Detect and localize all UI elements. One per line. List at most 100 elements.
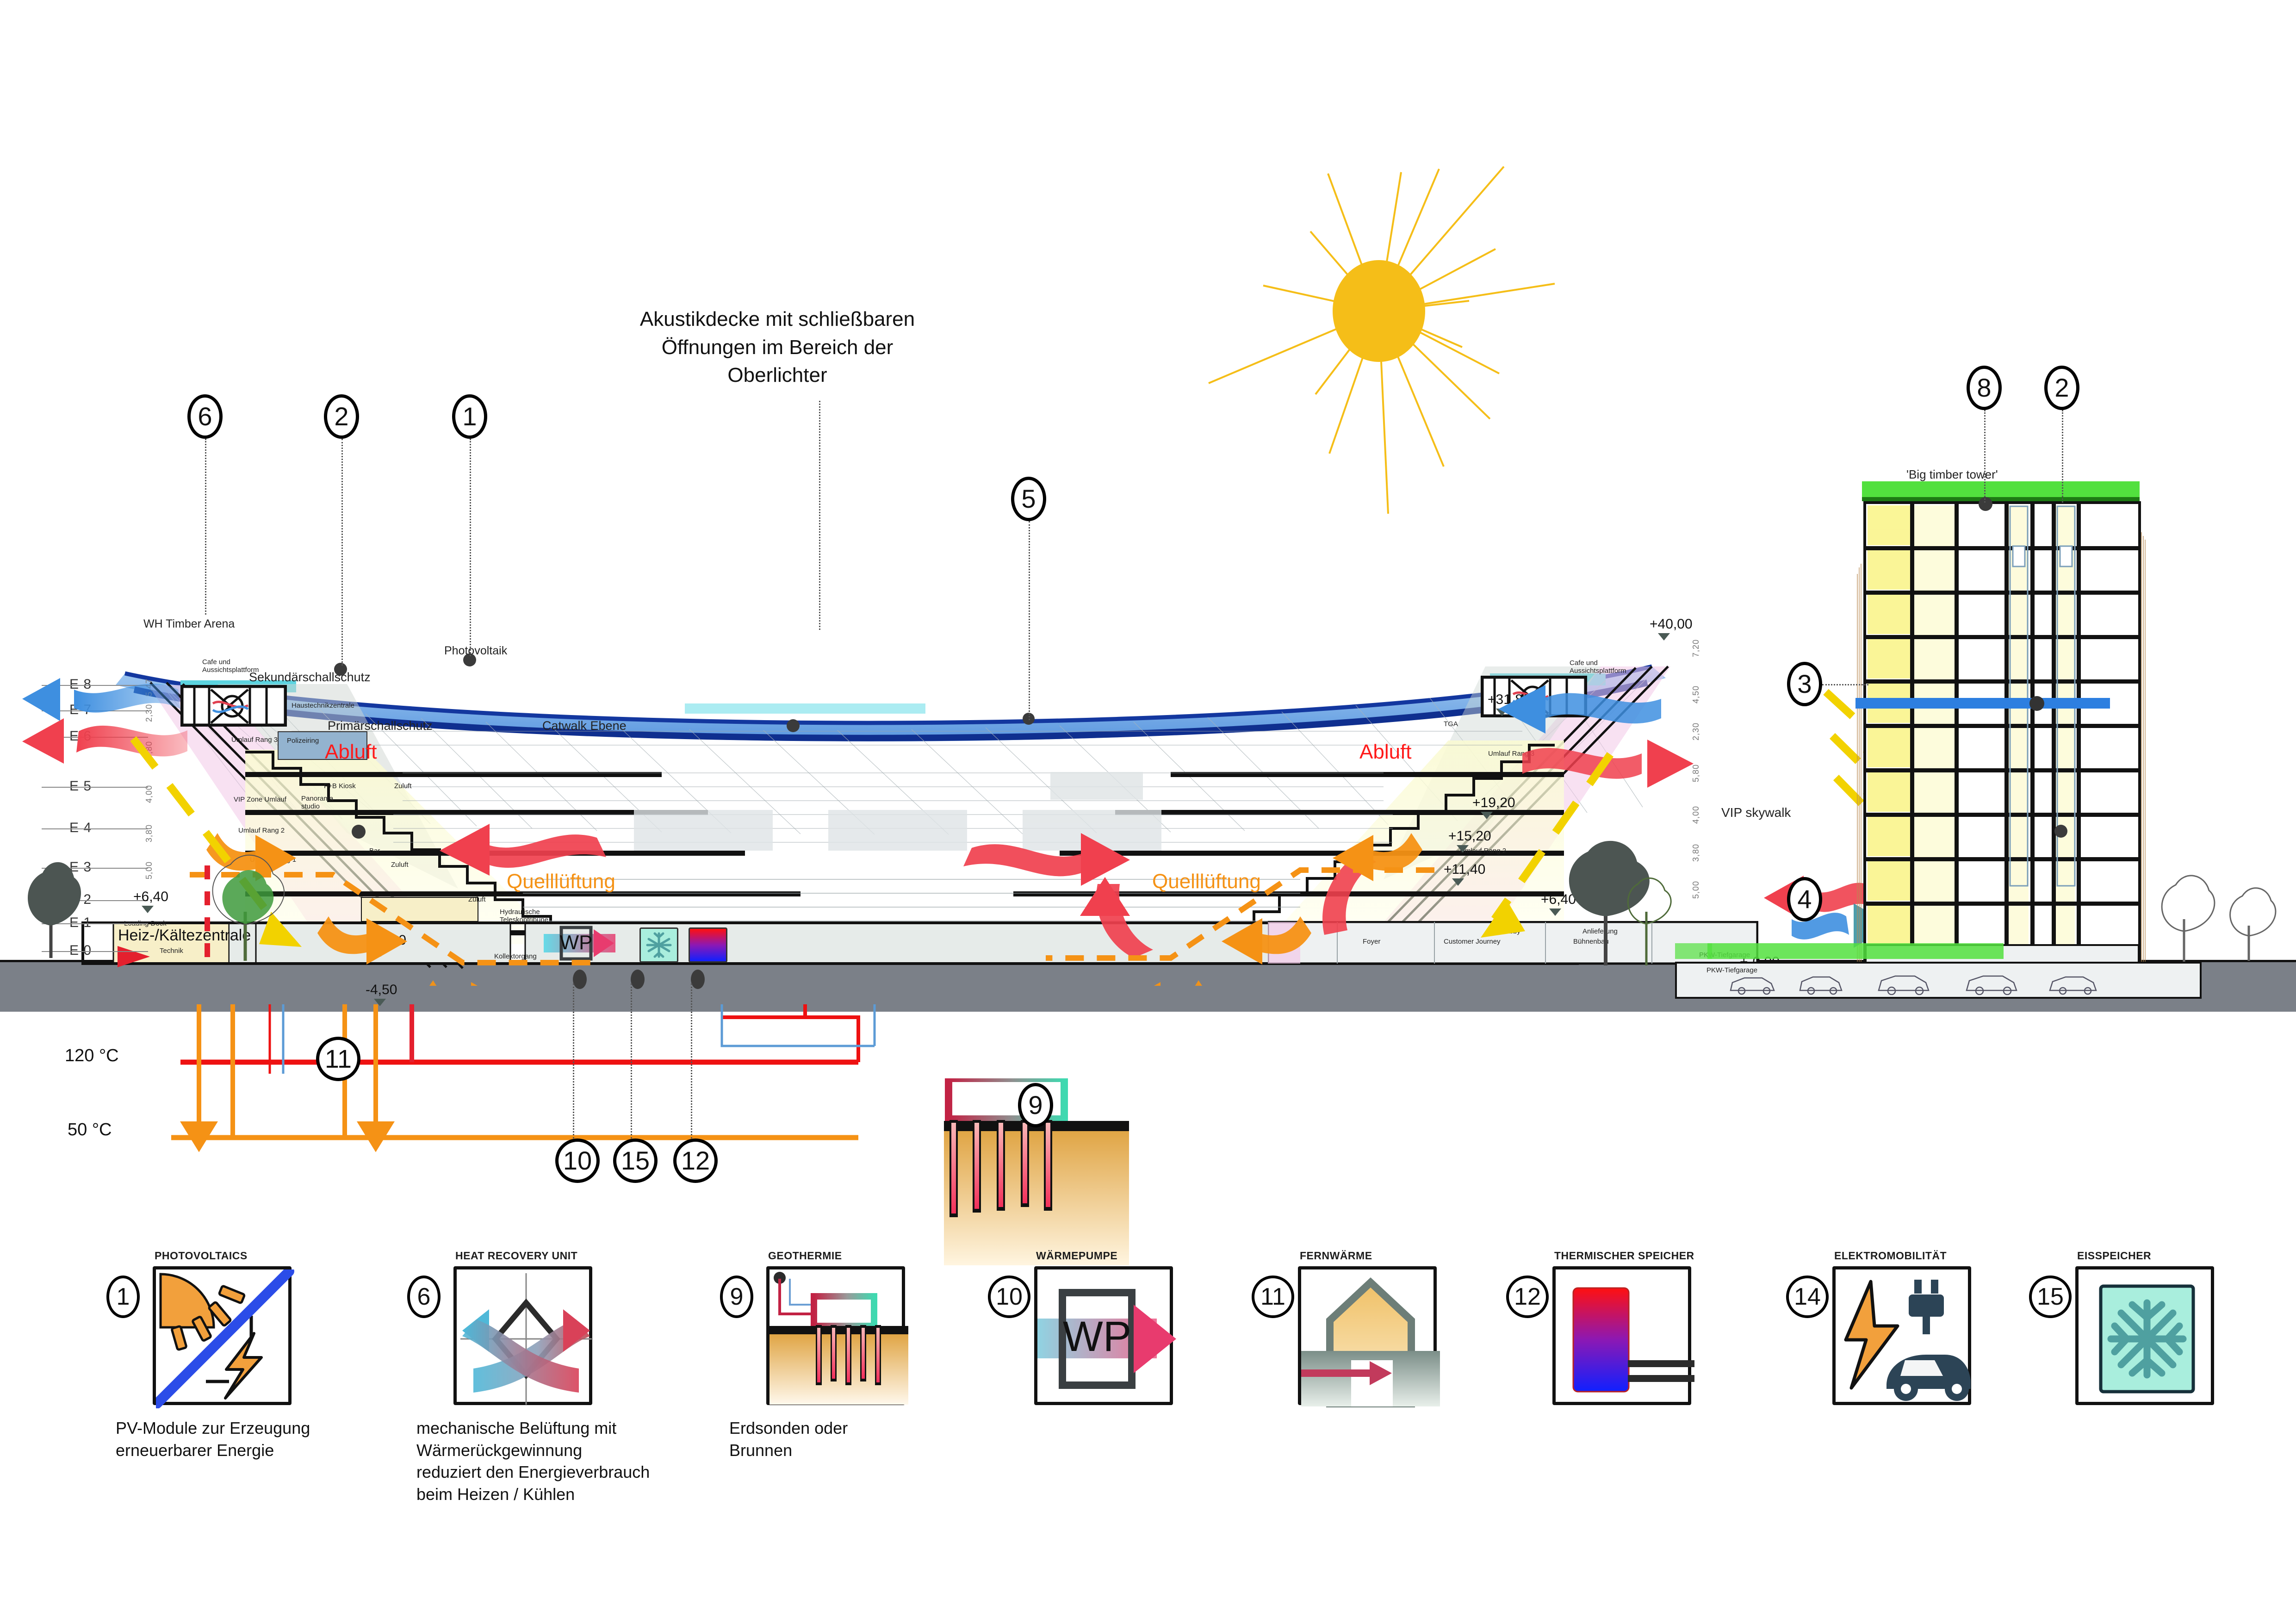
legend-number-10[interactable]: 10 bbox=[988, 1276, 1030, 1318]
callout-marker-15[interactable]: 15 bbox=[613, 1139, 658, 1183]
legend-number-12[interactable]: 12 bbox=[1506, 1276, 1549, 1318]
legend-description-line: Wärmerückgewinnung bbox=[416, 1440, 583, 1460]
legend-description-line: beim Heizen / Kühlen bbox=[416, 1484, 575, 1504]
umlauf-rang-3-left: Umlauf Rang 3 bbox=[231, 736, 278, 744]
anlieferung-label: Anlieferung bbox=[1582, 927, 1618, 935]
elevation-triangle bbox=[375, 949, 387, 957]
leader-m1 bbox=[470, 439, 471, 656]
ev-charging-icon bbox=[1832, 1266, 1971, 1405]
lobby-label: Lobby bbox=[1502, 927, 1520, 935]
callout-marker-8[interactable]: 8 bbox=[1967, 366, 2002, 410]
legend-number-9[interactable]: 9 bbox=[720, 1276, 753, 1318]
stadium-roof bbox=[116, 666, 1666, 741]
geo-probe-set bbox=[816, 1325, 881, 1385]
zuluft-1: Zuluft bbox=[394, 782, 412, 790]
legend-caption-15: EISSPEICHER bbox=[2077, 1250, 2152, 1262]
primaerschallschutz-label: Primärschallschutz bbox=[328, 719, 433, 733]
buehnenbau-label: Bühnenbau bbox=[1573, 938, 1609, 946]
level-line bbox=[42, 923, 148, 924]
level-line bbox=[42, 737, 148, 738]
legend-number-15[interactable]: 15 bbox=[2029, 1276, 2072, 1318]
legend-number-1[interactable]: 1 bbox=[106, 1276, 140, 1318]
legend-number-14[interactable]: 14 bbox=[1786, 1276, 1829, 1318]
legend-description-line: erneuerbarer Energie bbox=[116, 1440, 274, 1460]
callout-marker-2[interactable]: 2 bbox=[324, 394, 359, 439]
callout-marker-3[interactable]: 3 bbox=[1787, 662, 1822, 706]
marker-dot-7 bbox=[573, 970, 587, 989]
warm-stream bbox=[462, 1309, 590, 1393]
leader-m5 bbox=[1029, 521, 1030, 720]
geothermal-field-diagram bbox=[944, 1075, 1129, 1268]
kollektorgang-label: Kollektorgang bbox=[494, 952, 537, 960]
level-line bbox=[42, 787, 148, 788]
leader-m6 bbox=[205, 439, 206, 615]
legend-description-line: mechanische Belüftung mit bbox=[416, 1419, 617, 1437]
level-line bbox=[42, 951, 148, 952]
callout-marker-11[interactable]: 11 bbox=[316, 1037, 360, 1081]
photovoltaik-label: Photovoltaik bbox=[444, 644, 508, 657]
interior-panels bbox=[634, 772, 1161, 851]
legend-number-6[interactable]: 6 bbox=[407, 1276, 441, 1318]
level-line bbox=[42, 900, 148, 901]
ice-storage-svg bbox=[2099, 1284, 2195, 1394]
callout-marker-4[interactable]: 4 bbox=[1787, 877, 1822, 921]
dimension-tick: 5,80 bbox=[144, 740, 154, 759]
marshalling-room bbox=[361, 897, 478, 922]
callout-marker-2[interactable]: 2 bbox=[2044, 366, 2079, 410]
legend-caption-1: PHOTOVOLTAICS bbox=[155, 1250, 248, 1262]
dimension-tick-right: 3,80 bbox=[1691, 843, 1700, 862]
legend-caption-11: FERNWÄRME bbox=[1300, 1250, 1372, 1262]
customer-journey-label: Customer Journey bbox=[1444, 938, 1501, 946]
hot-temp-label: 120 °C bbox=[65, 1046, 119, 1065]
elevation-triangle bbox=[1496, 709, 1508, 716]
ev-bolt bbox=[1844, 1280, 1899, 1390]
level-label-e1: E 1 bbox=[69, 915, 92, 930]
sekundaerschallschutz-label: Sekundärschallschutz bbox=[249, 670, 371, 684]
dimension-tick: 2,30 bbox=[144, 703, 154, 722]
sun-svg bbox=[1208, 166, 1555, 514]
haustechnikzentrale-label: Haustechnikzentrale bbox=[292, 702, 354, 709]
ts-tank bbox=[1572, 1287, 1630, 1393]
heat-pump-svg: WP bbox=[1018, 1289, 1176, 1389]
marker-dot-1 bbox=[787, 719, 800, 732]
leader-m10 bbox=[573, 983, 574, 1139]
elevation-label-8: -4,50 bbox=[366, 982, 397, 997]
tree-far-right-1 bbox=[2147, 862, 2221, 964]
leader-m12 bbox=[691, 983, 692, 1139]
level-line bbox=[42, 828, 148, 829]
callout-marker-9[interactable]: 9 bbox=[1018, 1083, 1053, 1127]
parked-cars bbox=[1726, 970, 2142, 996]
level-label-e5: E 5 bbox=[69, 778, 92, 794]
page-title-line1: Akustikdecke mit schließbaren bbox=[639, 308, 915, 330]
callout-marker-10[interactable]: 10 bbox=[555, 1139, 600, 1183]
tower-floor-slabs bbox=[1866, 546, 2139, 906]
callout-marker-1[interactable]: 1 bbox=[452, 394, 487, 439]
tga-right: TGA bbox=[1444, 720, 1458, 728]
tree-far-left bbox=[19, 852, 83, 963]
geothermal-svg bbox=[944, 1075, 1129, 1265]
callout-marker-6[interactable]: 6 bbox=[187, 394, 223, 439]
wp-text: WP bbox=[1063, 1313, 1131, 1360]
tower-core-walls bbox=[1910, 503, 2081, 964]
geo-probes bbox=[949, 1120, 1052, 1217]
callout-marker-5[interactable]: 5 bbox=[1011, 477, 1046, 521]
level-label-e0: E 0 bbox=[69, 943, 92, 958]
elevation-triangle bbox=[142, 906, 154, 913]
callout-marker-12[interactable]: 12 bbox=[673, 1139, 718, 1183]
leader-m3 bbox=[1822, 684, 1868, 685]
zuluft-2: Zuluft bbox=[391, 861, 409, 869]
level-label-e3: E 3 bbox=[69, 859, 92, 875]
wp-label-box: WP bbox=[559, 931, 593, 954]
tower-daylight-zones bbox=[1868, 505, 1912, 945]
dimension-tick-right: 5,00 bbox=[1691, 880, 1700, 899]
ice-storage-icon bbox=[2075, 1266, 2214, 1405]
legend-number-11[interactable]: 11 bbox=[1252, 1276, 1294, 1318]
page-title: Akustikdecke mit schließbaren Öffnungen … bbox=[606, 305, 949, 390]
legend-description-line: Erdsonden oder bbox=[729, 1419, 848, 1437]
quellluftung-left-label: Quelllüftung bbox=[507, 870, 615, 893]
quellluftung-right-label: Quelllüftung bbox=[1152, 870, 1261, 893]
